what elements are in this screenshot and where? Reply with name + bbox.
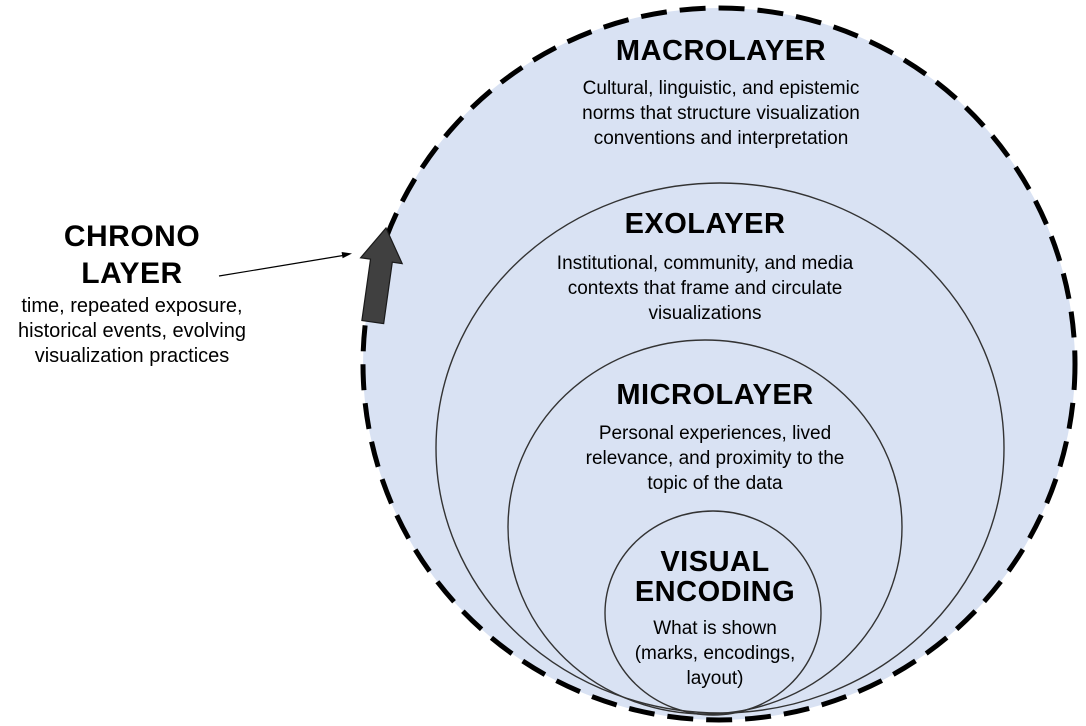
microlayer-desc-line: relevance, and proximity to the — [585, 448, 845, 469]
exolayer-desc-line: contexts that frame and circulate — [567, 278, 843, 299]
macrolayer-label: MACROLAYER Cultural, linguistic, and epi… — [541, 33, 901, 151]
microlayer-label: MICROLAYER Personal experiences, lived r… — [550, 377, 880, 496]
chronolayer-description: time, repeated exposure, historical even… — [1, 294, 263, 369]
chronolayer-title: CHRONO LAYER — [1, 218, 263, 292]
microlayer-circle — [507, 339, 903, 715]
microlayer-title: MICROLAYER — [616, 379, 814, 411]
chronolayer-title-line: CHRONO — [63, 220, 201, 253]
chronolayer-title-line: LAYER — [81, 257, 183, 290]
visual-encoding-circle — [604, 510, 822, 716]
macrolayer-desc-line: Cultural, linguistic, and epistemic — [582, 78, 860, 99]
exolayer-label: EXOLAYER Institutional, community, and m… — [535, 206, 875, 326]
visual-encoding-desc-line: layout) — [686, 668, 744, 689]
chronolayer-desc-line: historical events, evolving — [18, 320, 246, 342]
exolayer-desc-line: visualizations — [648, 303, 762, 324]
visual-encoding-title: VISUAL ENCODING — [595, 547, 835, 607]
chrono-arrow-icon — [359, 226, 404, 325]
chrono-pointer-arrowhead-icon — [341, 252, 352, 259]
macrolayer-title: MACROLAYER — [615, 35, 827, 67]
exolayer-desc-line: Institutional, community, and media — [556, 253, 854, 274]
microlayer-desc-line: topic of the data — [647, 473, 783, 494]
exolayer-description: Institutional, community, and media cont… — [535, 251, 875, 326]
macrolayer-desc-line: conventions and interpretation — [593, 128, 849, 149]
exolayer-title: EXOLAYER — [624, 208, 786, 240]
visual-encoding-desc-line: What is shown — [653, 618, 777, 639]
chrono-pointer-line — [218, 252, 352, 277]
chronolayer-label: CHRONO LAYER time, repeated exposure, hi… — [1, 218, 263, 369]
visual-encoding-description: What is shown (marks, encodings, layout) — [595, 616, 835, 691]
macrolayer-circle — [360, 5, 1078, 723]
chronolayer-desc-line: time, repeated exposure, — [21, 295, 243, 317]
visual-encoding-title-line: VISUAL — [660, 546, 770, 578]
macrolayer-description: Cultural, linguistic, and epistemic norm… — [541, 76, 901, 151]
microlayer-description: Personal experiences, lived relevance, a… — [550, 421, 880, 496]
microlayer-desc-line: Personal experiences, lived — [598, 423, 832, 444]
visual-encoding-desc-line: (marks, encodings, — [634, 643, 796, 664]
visual-encoding-title-line: ENCODING — [634, 576, 796, 608]
chronolayer-desc-line: visualization practices — [34, 345, 230, 367]
visual-encoding-label: VISUAL ENCODING What is shown (marks, en… — [595, 547, 835, 691]
macrolayer-desc-line: norms that structure visualization — [582, 103, 860, 124]
